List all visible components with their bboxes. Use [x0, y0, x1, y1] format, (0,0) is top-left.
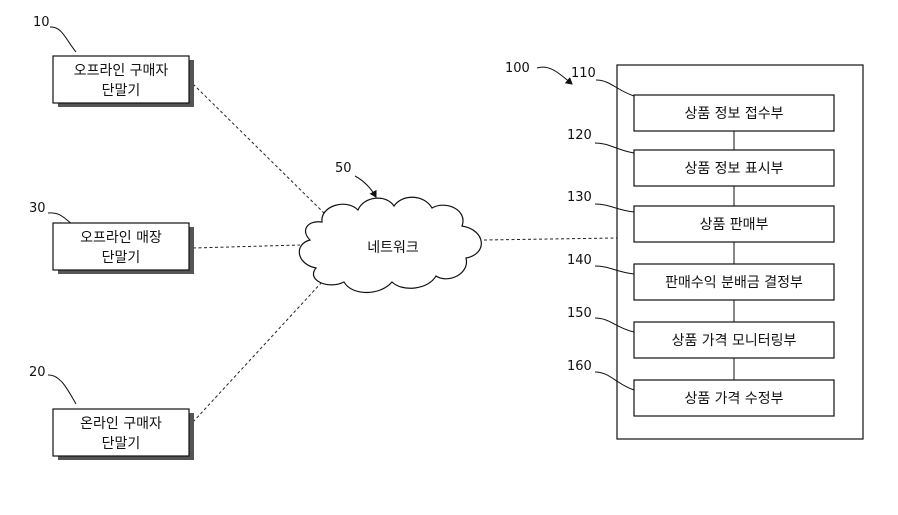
unit-box	[633, 321, 835, 359]
unit-price-monitoring: 150 상품 가격 모니터링부	[567, 306, 835, 359]
network-cloud: 50 네트워크	[298, 161, 482, 294]
connection-offline-buyer	[192, 83, 326, 215]
unit-ref-number: 140	[567, 253, 592, 268]
unit-ref-number: 150	[567, 306, 592, 321]
unit-ref-number: 130	[567, 190, 592, 205]
terminal-label-line2: 단말기	[102, 83, 141, 99]
network-label: 네트워크	[367, 240, 419, 256]
ref-leader	[47, 374, 77, 405]
unit-label: 상품 가격 수정부	[684, 391, 783, 407]
ref-leader	[47, 212, 73, 225]
ref-number: 30	[29, 201, 46, 216]
unit-label: 상품 가격 모니터링부	[672, 333, 797, 349]
terminal-box	[52, 55, 190, 104]
unit-ref-leader	[594, 317, 635, 333]
unit-box	[633, 205, 835, 243]
terminal-box	[52, 222, 190, 271]
unit-ref-leader	[595, 79, 635, 97]
terminal-box	[52, 408, 190, 457]
terminal-label-line1: 온라인 구매자	[80, 416, 162, 432]
terminal-offline-buyer: 10 오프라인 구매자 단말기	[33, 15, 194, 107]
connection-server	[483, 237, 618, 241]
unit-box	[633, 94, 835, 132]
unit-ref-number: 110	[571, 66, 596, 81]
unit-ref-number: 160	[567, 359, 592, 374]
unit-box	[633, 379, 835, 417]
cloud-shape	[298, 196, 482, 294]
unit-product-info-display: 120 상품 정보 표시부	[567, 128, 835, 187]
connection-online-buyer	[192, 281, 323, 423]
server-system: 100 110 상품 정보 접수부 120 상품 정보 표시부 130 상품	[505, 61, 864, 440]
unit-label: 상품 정보 접수부	[684, 106, 783, 122]
ref-number: 50	[335, 161, 352, 176]
terminal-offline-store: 30 오프라인 매장 단말기	[29, 201, 194, 274]
terminal-label-line2: 단말기	[102, 436, 141, 452]
server-ref-leader	[536, 66, 573, 85]
ref-leader	[354, 175, 377, 198]
connection-offline-store	[192, 244, 301, 249]
unit-label: 상품 정보 표시부	[684, 161, 783, 177]
ref-leader	[49, 26, 77, 53]
unit-label: 판매수익 분배금 결정부	[665, 275, 803, 291]
network-connections	[192, 83, 618, 423]
unit-product-sales: 130 상품 판매부	[567, 190, 835, 243]
unit-revenue-distribution: 140 판매수익 분배금 결정부	[567, 253, 835, 301]
ref-number: 10	[33, 15, 50, 30]
unit-ref-leader	[594, 203, 635, 213]
unit-price-modification: 160 상품 가격 수정부	[567, 359, 835, 417]
unit-product-info-reception: 110 상품 정보 접수부	[571, 66, 835, 132]
terminal-label-line2: 단말기	[102, 250, 141, 266]
terminal-online-buyer: 20 온라인 구매자 단말기	[29, 365, 194, 460]
unit-box	[633, 149, 835, 187]
terminal-label-line1: 오프라인 매장	[80, 230, 162, 246]
unit-ref-leader	[594, 265, 635, 275]
unit-ref-leader	[594, 371, 635, 391]
ref-number: 20	[29, 365, 46, 380]
unit-ref-leader	[594, 142, 635, 154]
unit-ref-number: 120	[567, 128, 592, 143]
server-ref-number: 100	[505, 61, 530, 76]
terminal-label-line1: 오프라인 구매자	[74, 63, 169, 79]
unit-label: 상품 판매부	[700, 217, 769, 233]
unit-box	[633, 263, 835, 301]
